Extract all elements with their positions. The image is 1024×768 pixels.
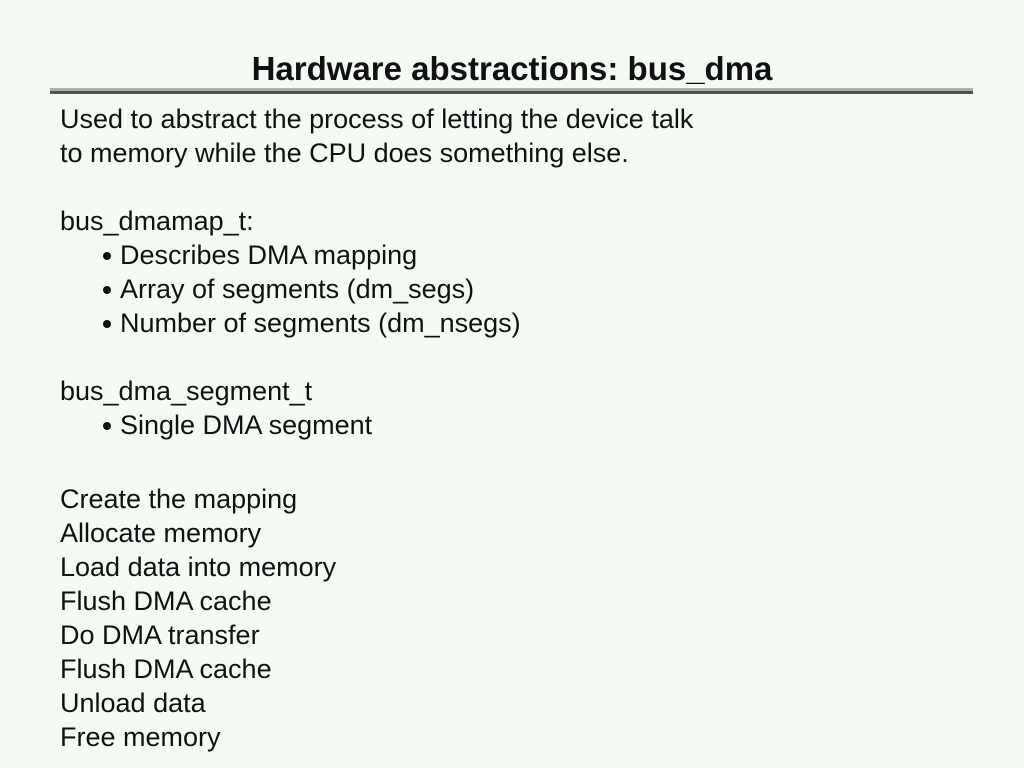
slide-body: Used to abstract the process of letting … <box>60 102 994 754</box>
step-item: Flush DMA cache <box>60 586 272 616</box>
bullet-list: Describes DMA mapping Array of segments … <box>60 238 994 340</box>
bullet-item: Array of segments (dm_segs) <box>60 272 994 306</box>
step-item: Unload data <box>60 688 206 718</box>
bullet-item: Number of segments (dm_nsegs) <box>60 306 994 340</box>
dma-steps-list: Create the mapping Allocate memory Load … <box>60 482 994 754</box>
intro-line: Used to abstract the process of letting … <box>60 104 694 134</box>
title-divider <box>50 88 973 94</box>
section-heading: bus_dma_segment_t <box>60 376 313 406</box>
step-item: Flush DMA cache <box>60 654 272 684</box>
step-item: Allocate memory <box>60 518 262 548</box>
step-item: Load data into memory <box>60 552 337 582</box>
step-item: Create the mapping <box>60 484 298 514</box>
section-bus-dma-segment: bus_dma_segment_t Single DMA segment <box>60 374 994 442</box>
divider-highlight <box>50 88 973 91</box>
section-heading: bus_dmamap_t: <box>60 206 254 236</box>
divider-shadow <box>50 91 973 94</box>
bullet-item: Describes DMA mapping <box>60 238 994 272</box>
slide-title: Hardware abstractions: bus_dma <box>251 50 773 87</box>
bullet-list: Single DMA segment <box>60 408 994 442</box>
bullet-item: Single DMA segment <box>60 408 994 442</box>
section-bus-dmamap: bus_dmamap_t: Describes DMA mapping Arra… <box>60 204 994 340</box>
intro-paragraph: Used to abstract the process of letting … <box>60 102 994 170</box>
step-item: Do DMA transfer <box>60 620 260 650</box>
intro-line: to memory while the CPU does something e… <box>60 138 629 168</box>
step-item: Free memory <box>60 722 221 752</box>
